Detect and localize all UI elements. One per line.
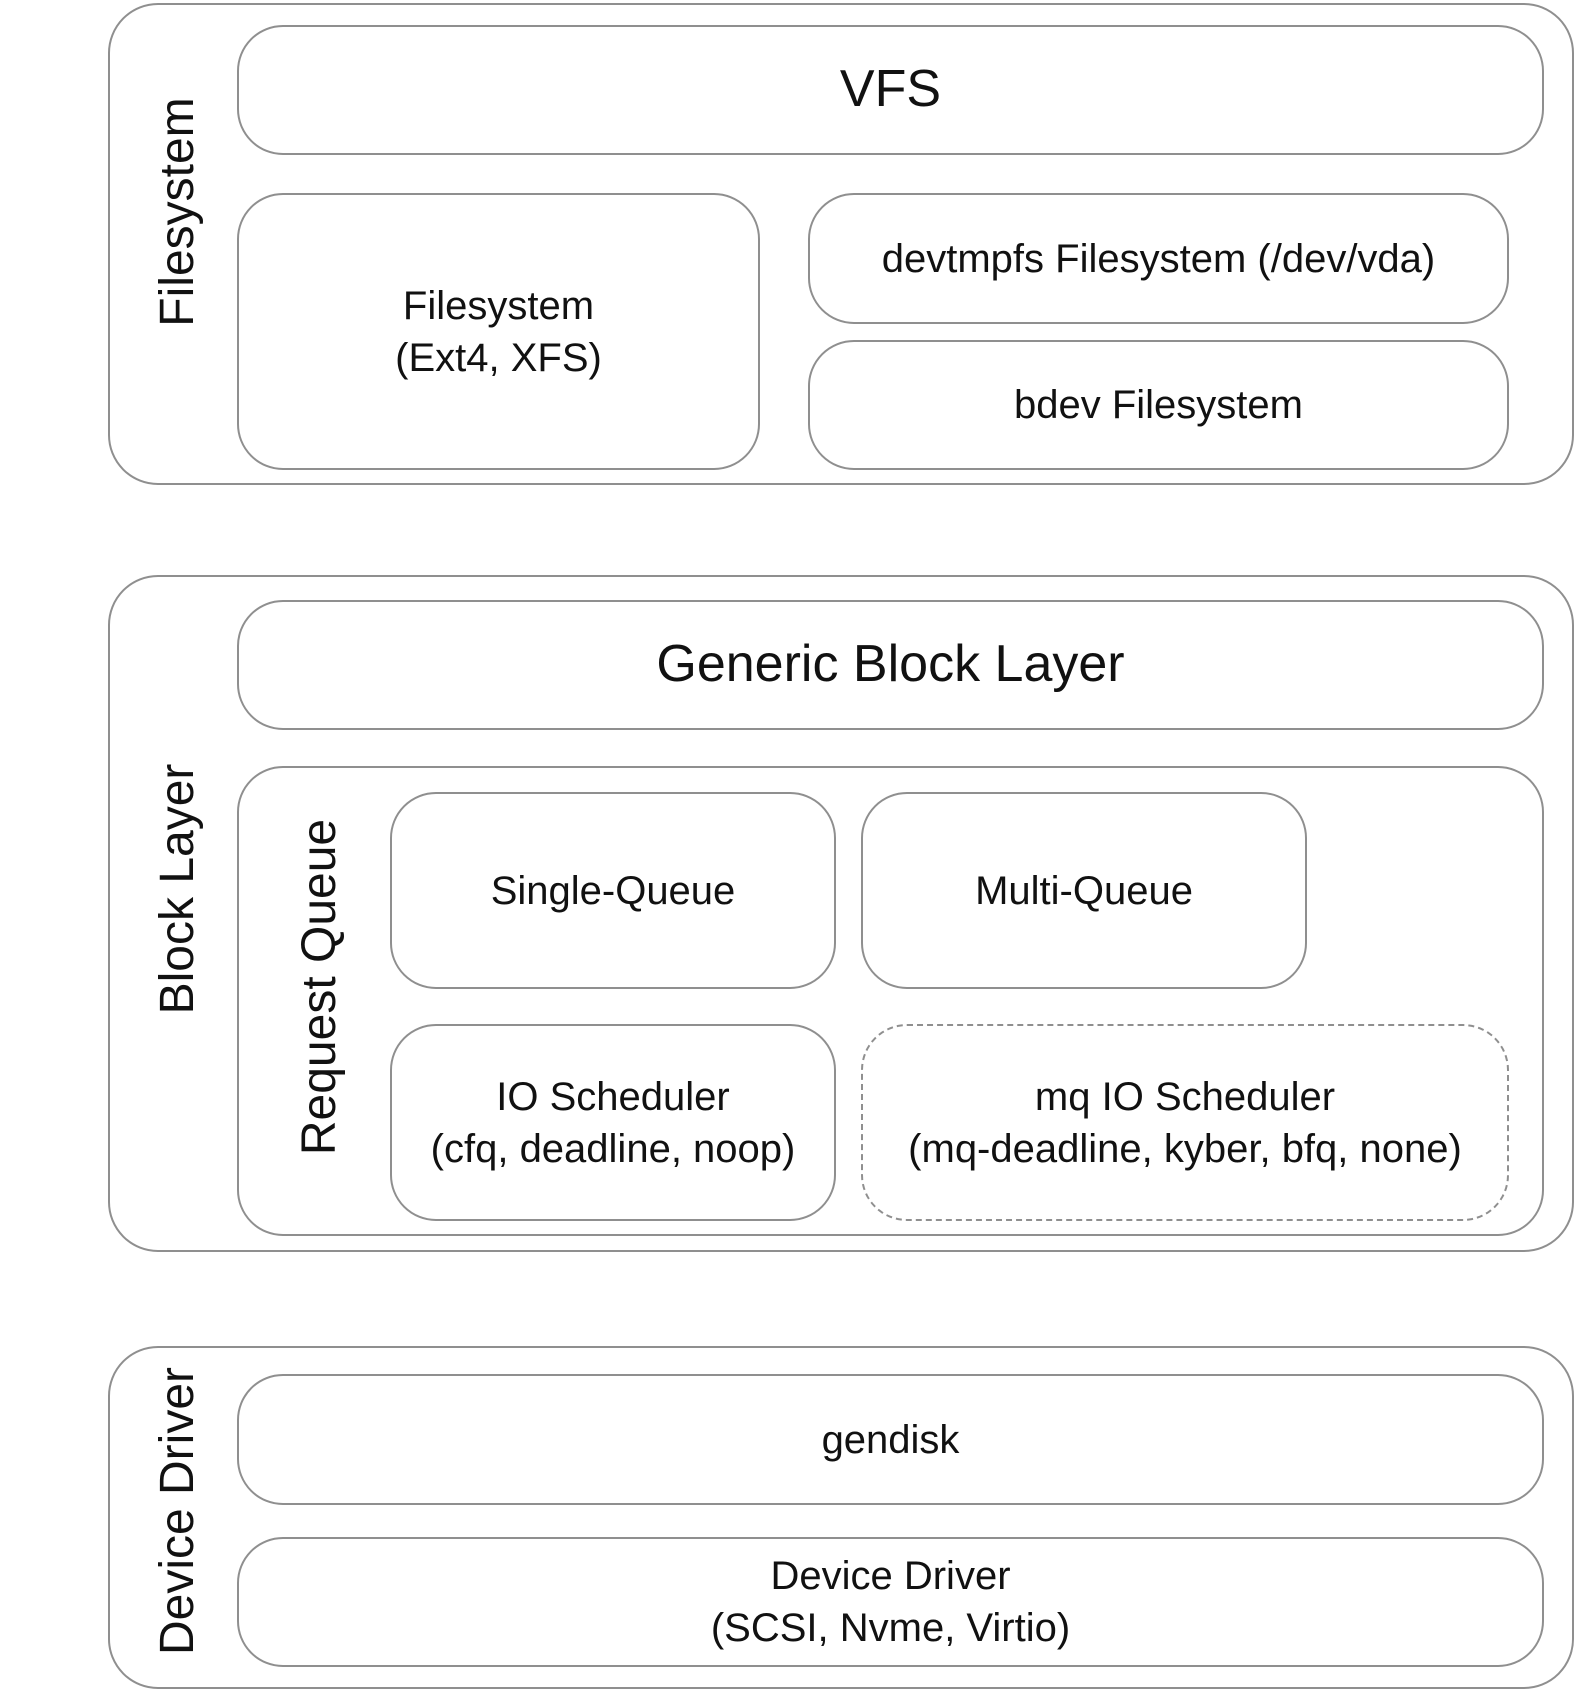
request-queue-box xyxy=(237,766,1544,1236)
device-driver-section-title: Device Driver xyxy=(151,1366,204,1656)
filesystem-section xyxy=(108,3,1574,485)
bdev-label: bdev Filesystem xyxy=(1014,383,1303,427)
generic-block-layer-box: Generic Block Layer xyxy=(237,600,1544,730)
filesystem-box: Filesystem (Ext4, XFS) xyxy=(237,193,760,470)
request-queue-title: Request Queue xyxy=(293,818,346,1156)
block-layer-section-title: Block Layer xyxy=(151,763,204,1015)
block-layer-section xyxy=(108,575,1574,1252)
vfs-label: VFS xyxy=(839,60,942,119)
single-queue-box: Single-Queue xyxy=(390,792,836,989)
single-queue-label: Single-Queue xyxy=(490,868,736,913)
multi-queue-box: Multi-Queue xyxy=(861,792,1307,989)
device-driver-box: Device Driver (SCSI, Nvme, Virtio) xyxy=(237,1537,1544,1667)
filesystem-label: Filesystem (Ext4, XFS) xyxy=(395,283,602,380)
generic-block-layer-label: Generic Block Layer xyxy=(656,635,1125,694)
io-scheduler-box: IO Scheduler (cfq, deadline, noop) xyxy=(390,1024,836,1221)
vfs-box: VFS xyxy=(237,25,1544,155)
gendisk-label: gendisk xyxy=(821,1417,960,1462)
mq-io-scheduler-label: mq IO Scheduler (mq-deadline, kyber, bfq… xyxy=(908,1074,1462,1171)
device-driver-section xyxy=(108,1346,1574,1689)
bdev-box: bdev Filesystem xyxy=(808,340,1509,470)
devtmpfs-label: devtmpfs Filesystem (/dev/vda) xyxy=(881,236,1436,281)
device-driver-label: Device Driver (SCSI, Nvme, Virtio) xyxy=(710,1554,1071,1650)
multi-queue-label: Multi-Queue xyxy=(975,868,1193,913)
filesystem-section-title: Filesystem xyxy=(151,97,204,327)
mq-io-scheduler-box: mq IO Scheduler (mq-deadline, kyber, bfq… xyxy=(861,1024,1509,1221)
devtmpfs-box: devtmpfs Filesystem (/dev/vda) xyxy=(808,193,1509,324)
gendisk-box: gendisk xyxy=(237,1374,1544,1505)
io-scheduler-label: IO Scheduler (cfq, deadline, noop) xyxy=(430,1074,796,1171)
